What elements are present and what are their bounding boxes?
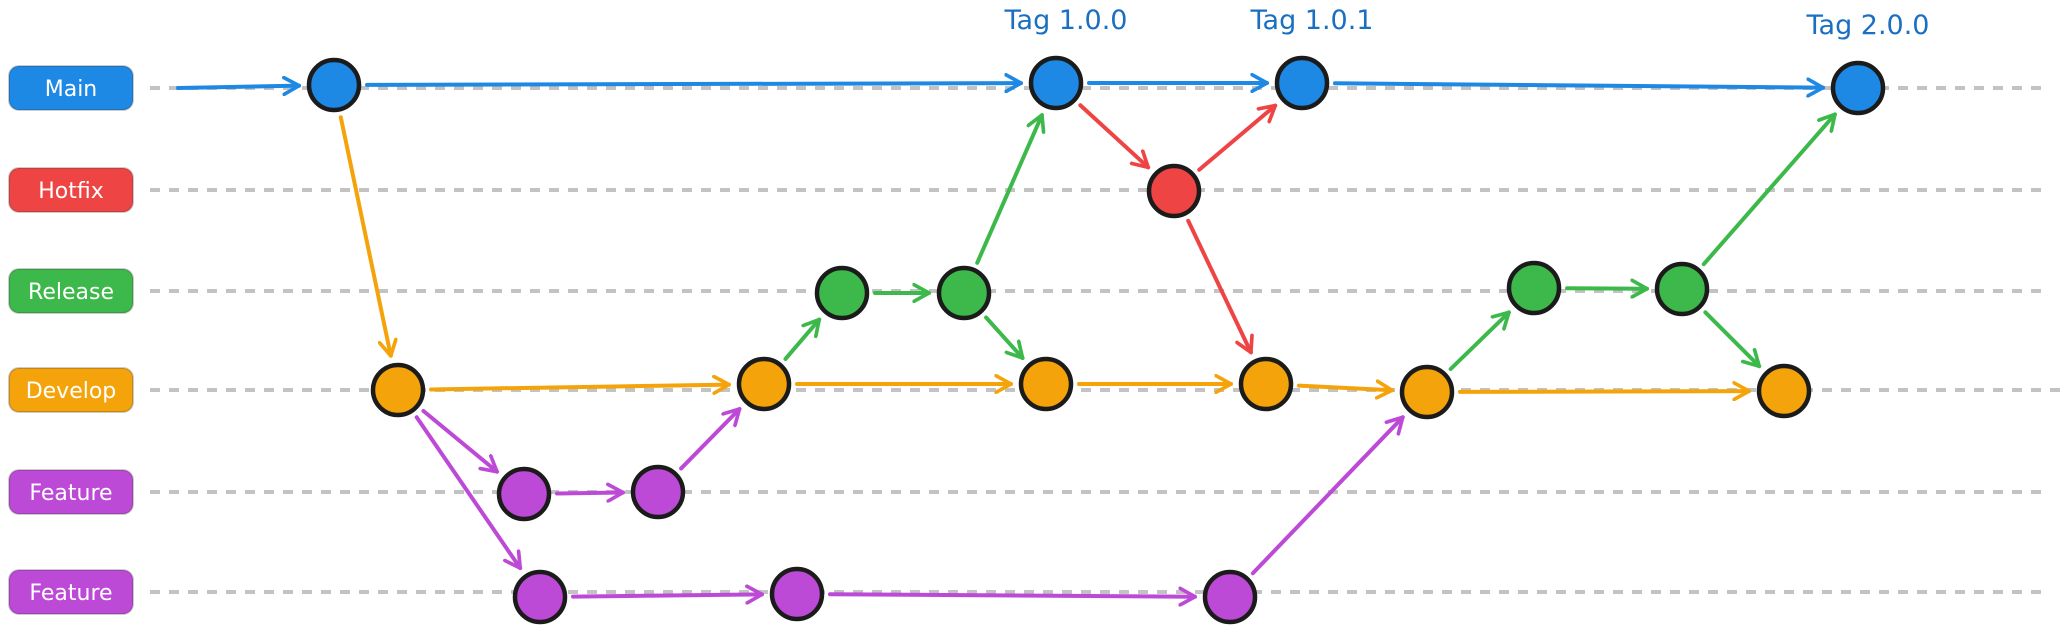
arrow-d1-to-r0 (783, 317, 822, 361)
arrow-g2-to-d4 (1250, 415, 1405, 576)
branch-label-hotfix[interactable]: Hotfix (8, 167, 134, 213)
branch-pill (8, 167, 134, 213)
branch-label-text: Feature (29, 581, 112, 606)
branch-label-text: Feature (29, 481, 112, 506)
commit-node[interactable] (306, 57, 362, 113)
commit-node[interactable] (512, 569, 568, 625)
commit-node[interactable] (814, 265, 870, 321)
commit-arrows (176, 83, 1837, 597)
arrow-r3-to-d5 (1703, 310, 1762, 369)
commit-nodes (306, 55, 1886, 625)
commit-node[interactable] (1274, 55, 1330, 111)
branch-label-release[interactable]: Release (8, 268, 134, 314)
arrow-d0-to-g0 (414, 415, 523, 571)
arrow-h0-to-m2 (1197, 103, 1278, 172)
arrow-r1-to-d2 (984, 315, 1025, 360)
commit-node[interactable] (1654, 261, 1710, 317)
branch-pill (8, 469, 134, 515)
branch-label-feature2[interactable]: Feature (8, 569, 134, 615)
commit-node[interactable] (370, 362, 426, 418)
commit-node[interactable] (496, 466, 552, 522)
arrow-d4-to-r2 (1448, 310, 1511, 371)
arrow-f1-to-d1 (679, 406, 742, 471)
commit-node[interactable] (769, 566, 825, 622)
branch-pill (8, 367, 134, 413)
arrow-g1-to-g2 (827, 594, 1198, 597)
arrow-d4-to-d5 (1457, 391, 1752, 392)
branch-label-text: Release (28, 280, 114, 305)
arrow-start-to-m0 (176, 86, 302, 88)
arrow-d3-to-d4 (1296, 386, 1395, 391)
arrow-r1-to-m1 (975, 113, 1042, 265)
commit-node[interactable] (936, 265, 992, 321)
commit-node[interactable] (1756, 363, 1812, 419)
tag-labels: Tag 1.0.0 Tag 1.0.1 Tag 2.0.0 (1004, 5, 1930, 41)
tag-label: Tag 1.0.0 (1004, 5, 1128, 36)
arrow-m2-to-m3 (1332, 83, 1826, 87)
arrow-h0-to-d3 (1186, 218, 1251, 355)
arrow-r2-to-r3 (1564, 288, 1650, 289)
tag-label: Tag 1.0.1 (1250, 5, 1374, 36)
branch-label-develop[interactable]: Develop (8, 367, 134, 413)
arrow-m1-to-h0 (1078, 103, 1151, 170)
commit-node[interactable] (1028, 55, 1084, 111)
branch-lanes (150, 86, 2060, 594)
branch-label-feature1[interactable]: Feature (8, 469, 134, 515)
commit-node[interactable] (736, 356, 792, 412)
branch-pill (8, 268, 134, 314)
commit-node[interactable] (1399, 364, 1455, 420)
commit-node[interactable] (1202, 569, 1258, 625)
arrow-d0-to-d1 (428, 385, 732, 390)
arrow-f0-to-f1 (554, 493, 626, 494)
commit-node[interactable] (1018, 356, 1074, 412)
commit-node[interactable] (1830, 60, 1886, 116)
branch-pill (8, 65, 134, 111)
commit-node[interactable] (1238, 356, 1294, 412)
arrow-m0-to-d0 (338, 115, 391, 358)
arrow-d0-to-f0 (421, 409, 500, 474)
arrow-r3-to-m3 (1701, 112, 1837, 267)
tag-label: Tag 2.0.0 (1806, 10, 1930, 41)
commit-node[interactable] (1506, 260, 1562, 316)
arrow-g0-to-g1 (570, 594, 765, 596)
branch-label-main[interactable]: Main (8, 65, 134, 111)
branch-label-text: Hotfix (38, 179, 104, 204)
branch-label-text: Main (45, 77, 98, 102)
commit-node[interactable] (630, 464, 686, 520)
arrow-m0-to-m1 (364, 83, 1024, 85)
branch-pill (8, 569, 134, 615)
commit-node[interactable] (1146, 163, 1202, 219)
branch-label-text: Develop (26, 379, 117, 404)
